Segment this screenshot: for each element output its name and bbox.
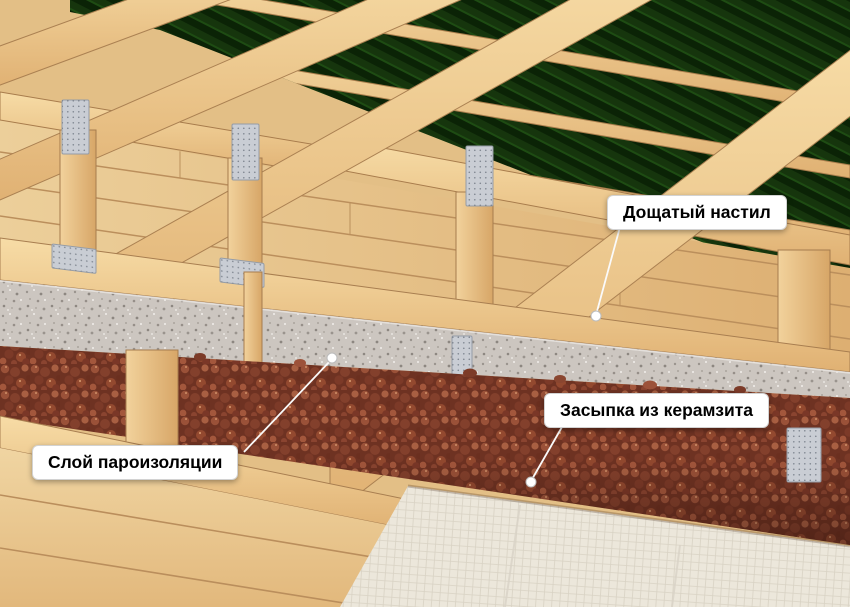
- fabric-surface: [340, 486, 850, 607]
- leader-line: [243, 359, 332, 453]
- vapor-barrier-layer: [0, 280, 850, 398]
- leader-lines: [243, 226, 621, 488]
- rafter-beam: [0, 0, 231, 86]
- plank-floor-surface: [0, 120, 850, 355]
- rafter-beam: [0, 0, 462, 201]
- front-planks-surface: [0, 448, 418, 607]
- angle-bracket-icon: [51, 243, 97, 274]
- floor-planks-front: [0, 448, 418, 607]
- callout-plank-flooring: Дощатый настил: [607, 195, 787, 230]
- nail-plate-icon: [231, 123, 260, 181]
- underlayment-fabric: [340, 484, 850, 607]
- floor-joist-beam: [0, 237, 850, 373]
- callout-vapor-barrier: Слой пароизоляции: [32, 445, 239, 480]
- nail-plate-icon: [465, 145, 494, 207]
- roof-batten: [70, 0, 850, 114]
- vapor-barrier-surface: [0, 280, 850, 398]
- nail-plates: [61, 99, 494, 207]
- nail-plate-icon: [61, 99, 90, 155]
- vapor-barrier-edge-highlight: [0, 280, 850, 374]
- front-plank-seams: [0, 494, 418, 607]
- callout-keramzit-fill: Засыпка из керамзита: [544, 393, 770, 428]
- leader-line: [595, 226, 621, 316]
- anchor-dot: [326, 352, 338, 364]
- fabric-edge-shadow: [407, 484, 850, 548]
- nail-plate-icon: [786, 427, 822, 483]
- floor-planks-back: [0, 120, 850, 355]
- leader-line: [530, 426, 563, 482]
- anchor-dot: [525, 476, 537, 488]
- fabric-folds: [504, 504, 681, 607]
- anchor-dot: [590, 310, 602, 322]
- joist-brackets: [51, 243, 265, 288]
